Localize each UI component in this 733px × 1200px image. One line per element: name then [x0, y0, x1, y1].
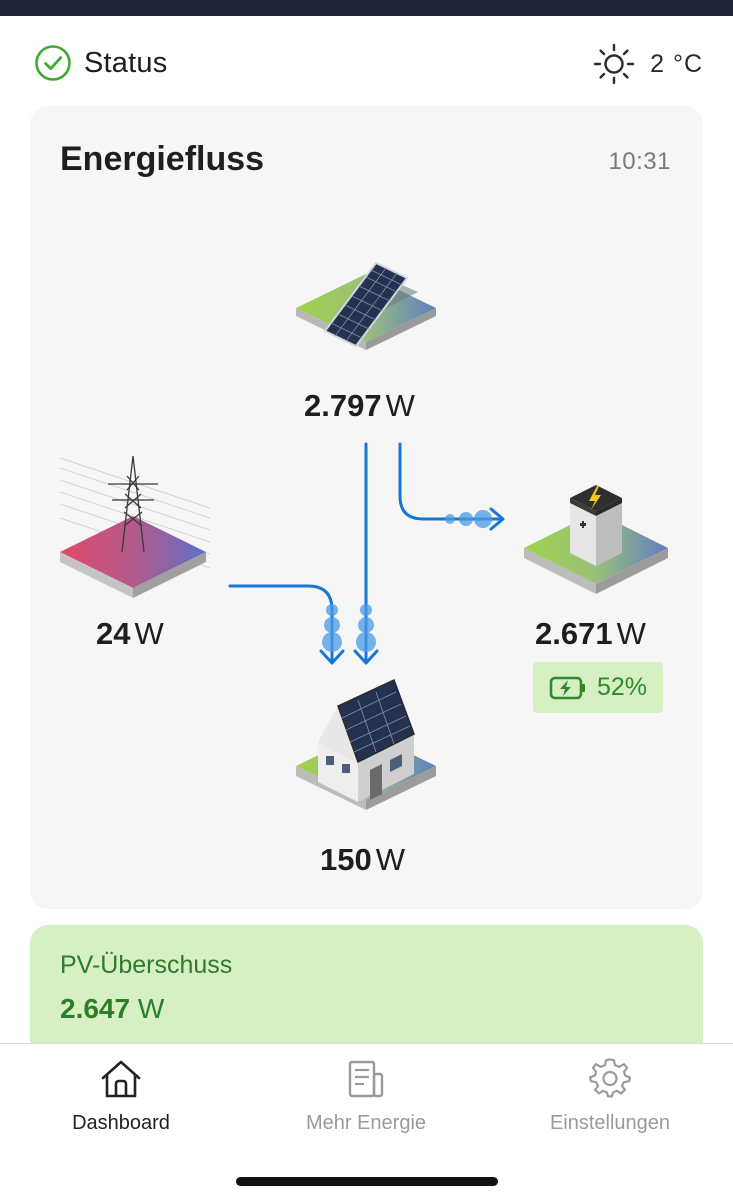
status-label: Status: [84, 46, 168, 79]
battery-charging-icon: [549, 676, 585, 699]
nav-item-dashboard[interactable]: Dashboard: [21, 1058, 221, 1135]
nav-item-einstellungen[interactable]: Einstellungen: [510, 1058, 710, 1135]
solar-panel-icon: [296, 261, 436, 350]
sun-icon: [593, 43, 635, 85]
battery-charge-badge: 52%: [533, 662, 663, 713]
energy-flow-time: 10:31: [608, 148, 671, 175]
energy-flow-card[interactable]: Energiefluss 10:31: [30, 106, 703, 909]
energy-flow-diagram: [59, 261, 668, 810]
status-header: Status 2 °C: [0, 40, 733, 86]
pv-surplus-label: PV-Überschuss: [60, 951, 233, 979]
check-circle-icon: [35, 45, 71, 81]
flow-pv-to-battery: [398, 442, 504, 521]
home-indicator[interactable]: [236, 1177, 498, 1186]
home-icon: [101, 1060, 141, 1098]
nav-item-mehr-energie[interactable]: Mehr Energie: [266, 1058, 466, 1135]
gear-icon: [588, 1058, 632, 1098]
document-chart-icon: [348, 1060, 384, 1098]
status-indicator[interactable]: Status: [34, 44, 167, 82]
house-icon: [296, 678, 436, 810]
flow-particles: [322, 510, 492, 652]
pv-surplus-card[interactable]: PV-Überschuss 2.647 W: [30, 925, 703, 1065]
power-pylon-icon: [59, 455, 211, 598]
energy-flow-title: Energiefluss: [60, 140, 265, 178]
bottom-navigation: Dashboard Mehr Energie Einstellungen: [0, 1043, 733, 1200]
flow-grid-to-house: [228, 584, 334, 664]
weather-indicator: 2 °C: [592, 42, 703, 86]
battery-charge-percent: 52%: [596, 673, 648, 701]
top-background-band: [0, 0, 733, 16]
pv-surplus-value: 2.647 W: [60, 993, 165, 1024]
battery-storage-icon: [524, 485, 668, 594]
temperature-label: 2 °C: [650, 49, 703, 78]
